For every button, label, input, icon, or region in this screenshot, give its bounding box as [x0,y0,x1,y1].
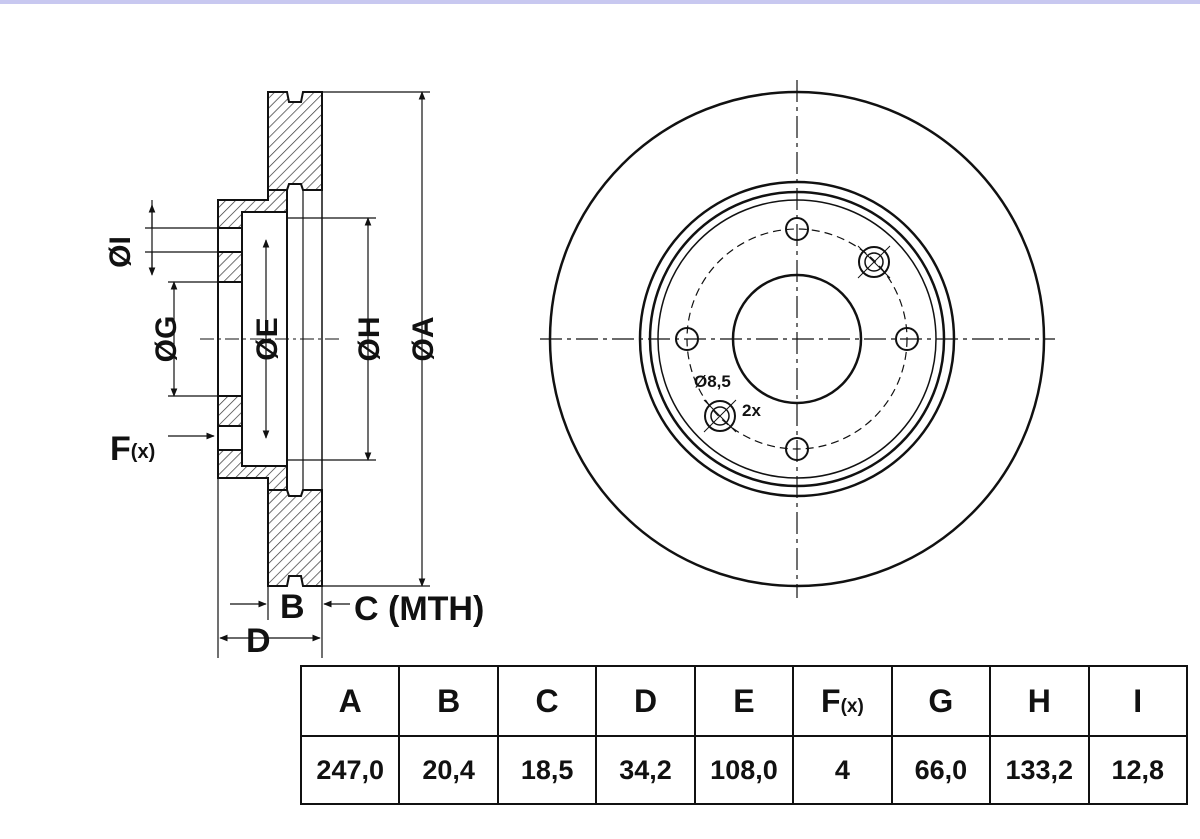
header-a: A [299,665,401,737]
value-a: 247,0 [299,735,401,805]
specs-header-row: A B C D E F(x) G H I [299,665,1188,737]
hole-diameter-label: Ø8,5 [694,372,731,391]
header-e: E [693,665,795,737]
value-e: 108,0 [693,735,795,805]
screw-hole-upper-right [857,245,891,279]
side-dimensions [145,91,430,658]
ring-top-section [267,91,323,191]
hole-count-label: 2x [742,401,761,420]
screw-hole-lower-left [703,399,737,433]
header-f: F(x) [792,665,893,737]
specs-table: A B C D E F(x) G H I 247,0 20,4 18,5 34,… [299,665,1188,805]
front-view [540,80,1055,598]
label-dia-e: ØE [251,317,284,360]
specs-value-row: 247,0 20,4 18,5 34,2 108,0 4 66,0 133,2 … [299,735,1188,805]
label-d: D [246,622,271,660]
bolt-hole-left [675,327,699,351]
label-c-mth: C (MTH) [354,590,484,628]
value-d: 34,2 [595,735,696,805]
label-f: F(x) [110,430,155,468]
value-h: 133,2 [989,735,1090,805]
value-i: 12,8 [1087,735,1188,805]
hub-wall-bottom [217,395,243,427]
header-b: B [398,665,499,737]
hub-wall-top [217,251,243,283]
label-dia-a: ØA [407,317,440,362]
label-dia-h: ØH [353,317,386,362]
hat-flange-bottom [217,449,288,491]
ring-bottom-section [267,489,323,587]
label-dia-g: ØG [150,316,183,363]
value-c: 18,5 [496,735,598,805]
value-b: 20,4 [398,735,499,805]
header-i: I [1087,665,1188,737]
bolt-hole-bottom [785,437,809,461]
value-g: 66,0 [890,735,992,805]
value-f: 4 [792,735,893,805]
header-d: D [595,665,696,737]
bolt-hole-right [895,327,919,351]
header-g: G [890,665,992,737]
bolt-hole-top [785,217,809,241]
label-dia-i: ØI [104,236,137,268]
label-b: B [280,588,305,626]
header-h: H [989,665,1090,737]
header-c: C [496,665,598,737]
top-border [0,0,1200,4]
hat-flange-top [217,189,288,229]
